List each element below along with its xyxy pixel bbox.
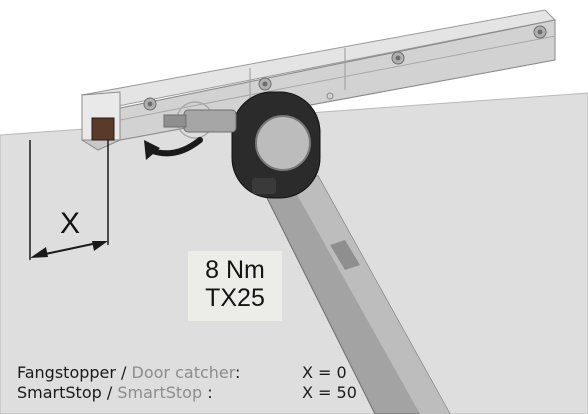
rail-screws bbox=[143, 25, 547, 111]
torque-value: 8 Nm bbox=[205, 256, 265, 284]
legend-label-de: SmartStop bbox=[17, 383, 102, 402]
legend-value: X = 50 bbox=[302, 383, 357, 402]
legend-row-door-catcher: Fangstopper / Door catcher: X = 0 bbox=[17, 363, 347, 383]
legend-colon: : bbox=[202, 383, 213, 402]
legend-colon: : bbox=[235, 363, 241, 382]
dimension-label: X bbox=[60, 207, 81, 240]
legend-separator: / bbox=[115, 363, 132, 382]
wrench-bit bbox=[183, 109, 237, 133]
legend-value: X = 0 bbox=[302, 363, 347, 382]
wrench-head-cap bbox=[255, 115, 311, 171]
torque-wrench bbox=[163, 91, 451, 414]
legend: Fangstopper / Door catcher: X = 0 SmartS… bbox=[17, 363, 357, 403]
legend-label-de: Fangstopper bbox=[17, 363, 116, 382]
legend-row-smartstop: SmartStop / SmartStop : X = 50 bbox=[17, 383, 357, 403]
legend-label-en: Door catcher bbox=[131, 363, 236, 382]
dimension-x bbox=[29, 140, 109, 260]
legend-label-en: SmartStop bbox=[117, 383, 203, 402]
torque-spec: 8 Nm TX25 bbox=[188, 251, 282, 321]
legend-separator: / bbox=[101, 383, 118, 402]
stopper-insert bbox=[91, 117, 115, 141]
wall-panel bbox=[0, 92, 588, 414]
torque-bit: TX25 bbox=[205, 284, 265, 312]
rotation-arrow-head bbox=[144, 140, 160, 160]
